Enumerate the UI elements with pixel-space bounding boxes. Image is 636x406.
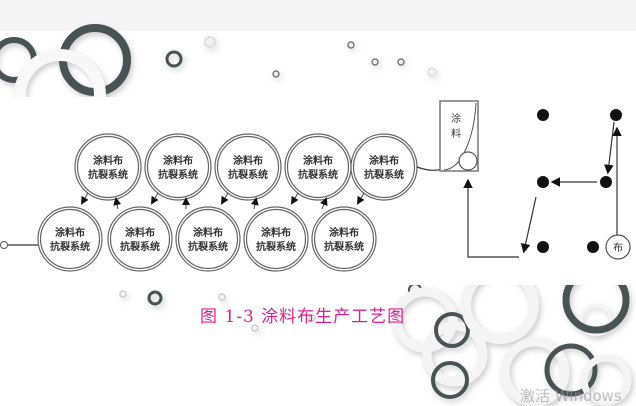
system-node-label: 抗裂系统 [120,240,160,253]
fabric-path-curve [443,102,477,171]
system-node-ring [216,135,280,199]
ring [119,290,127,298]
ring [580,354,632,406]
system-node-label: 抗裂系统 [50,240,90,253]
roller-icon [458,151,478,171]
ring [251,324,259,332]
input-port [0,241,8,249]
system-node-ring [146,135,210,199]
figure-caption: 图 1-3 涂料布生产工艺图 [200,307,406,327]
system-node-label: 涂料布 [369,154,399,167]
system-node-label: 抗裂系统 [324,240,364,253]
guide-roller-dot [610,109,622,121]
ring [165,50,183,68]
system-node-label: 抗裂系统 [364,168,404,181]
ring [500,337,570,406]
ring [218,293,226,301]
system-node-label: 抗裂系统 [188,240,228,253]
ring [204,36,216,48]
ring [272,70,280,78]
system-node-label: 抗裂系统 [88,168,128,181]
fabric-roll-outline [605,234,631,260]
arrow [463,178,519,258]
system-node-ring [352,135,416,199]
system-node-ring [76,135,140,199]
system-node-label: 涂料布 [93,154,123,167]
system-node-label: 涂料布 [193,226,223,239]
ring [434,312,470,348]
system-node-label: 涂料布 [303,154,333,167]
ring [579,303,613,337]
ring [308,314,316,322]
ring [431,361,469,399]
system-node-label: 涂料布 [329,226,359,239]
production-process-diagram: 涂料布抗裂系统涂料布抗裂系统涂料布抗裂系统涂料布抗裂系统涂料布抗裂系统涂料布抗裂… [0,97,636,285]
ring [544,343,598,397]
system-node-ring [39,208,101,270]
ring [347,41,355,49]
system-node-label: 涂料布 [163,154,193,167]
ring [371,58,379,66]
arrow [356,192,365,205]
system-node-ring [177,208,239,270]
arrow [604,121,615,175]
arrow [113,197,122,210]
system-node-ring [313,208,375,270]
system-node-label: 抗裂系统 [158,168,198,181]
arrow [290,192,299,205]
guide-roller-dot [537,176,549,188]
connector-line [416,166,443,171]
activation-watermark: 激活 Windows [520,387,622,405]
arrow [520,196,537,254]
tank-label-1: 涂 [451,112,461,125]
tank-label-2: 料 [451,127,461,140]
system-node-label: 涂料布 [55,226,85,239]
ring [147,290,163,306]
ring [397,58,405,66]
system-node-label: 抗裂系统 [298,168,338,181]
system-node-ring [109,208,171,270]
system-node-label: 涂料布 [233,154,263,167]
fabric-label: 布 [613,242,623,254]
arrow [250,197,259,210]
system-node-label: 涂料布 [261,226,291,239]
arrow [220,192,229,205]
guide-roller-dot [537,241,549,253]
system-node-label: 涂料布 [125,226,155,239]
guide-roller-dot [587,241,599,253]
fabric-roll: 布 [605,234,631,260]
system-node-label: 抗裂系统 [228,168,268,181]
system-node-ring [286,135,350,199]
arrow [80,192,89,205]
ring [422,321,488,387]
arrow [150,192,159,205]
system-node-label: 抗裂系统 [256,240,296,253]
ring [427,67,437,77]
system-node-ring [245,208,307,270]
arrow [320,197,328,210]
guide-roller-dot [537,109,549,121]
coating-tank: 涂 料 [439,100,479,172]
ring [392,287,458,353]
guide-roller-dot [600,176,612,188]
